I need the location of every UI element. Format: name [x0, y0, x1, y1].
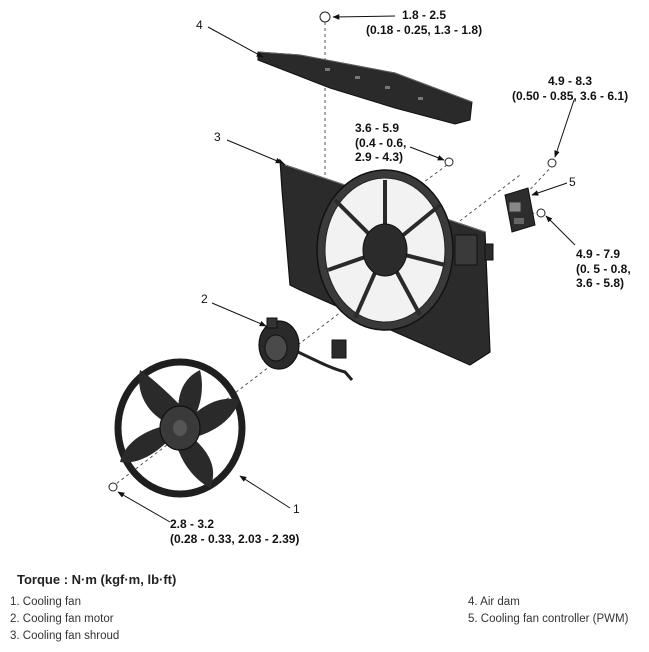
cooling-fan-part — [114, 358, 246, 498]
fan-motor-part — [258, 317, 354, 381]
air-dam-part — [257, 51, 473, 125]
torque-air-dam-bolt: 1.8 - 2.5 (0.18 - 0.25, 1.3 - 1.8) — [366, 8, 482, 37]
torque-line: 1.8 - 2.5 — [402, 8, 447, 22]
torque-units-title: Torque : N·m (kgf·m, lb·ft) — [17, 572, 177, 587]
legend-item: 2. Cooling fan motor — [10, 613, 114, 625]
legend-left: 1. Cooling fan 2. Cooling fan motor 3. C… — [10, 594, 119, 645]
torque-line: (0.50 - 0.85, 3.6 - 6.1) — [512, 88, 629, 103]
torque-line: 4.9 - 7.9 — [576, 247, 621, 261]
legend-right: 4. Air dam 5. Cooling fan controller (PW… — [468, 594, 628, 628]
fan-controller-part — [504, 187, 536, 233]
torque-shroud-bolt: 3.6 - 5.9 (0.4 - 0.6, 2.9 - 4.3) — [355, 121, 406, 165]
callout-1: 1 — [293, 502, 300, 516]
torque-line: 4.9 - 8.3 — [548, 74, 593, 88]
torque-line: 2.8 - 3.2 — [170, 517, 215, 531]
callout-2: 2 — [201, 292, 208, 306]
leader-arrows — [117, 14, 576, 523]
exploded-view-diagram — [108, 11, 576, 523]
legend-item: 1. Cooling fan — [10, 596, 81, 608]
torque-controller-bolt-top: 4.9 - 8.3 (0.50 - 0.85, 3.6 - 6.1) — [512, 74, 628, 103]
torque-line: (0.4 - 0.6, — [355, 135, 407, 150]
legend-item: 5. Cooling fan controller (PWM) — [468, 613, 629, 625]
bolt-icons — [108, 11, 557, 492]
torque-controller-bolt-bottom: 4.9 - 7.9 (0. 5 - 0.8, 3.6 - 5.8) — [576, 247, 631, 291]
torque-line: (0.18 - 0.25, 1.3 - 1.8) — [366, 22, 483, 37]
torque-line: (0.28 - 0.33, 2.03 - 2.39) — [170, 531, 300, 546]
callout-5: 5 — [569, 175, 576, 189]
torque-line: 3.6 - 5.8) — [576, 276, 625, 290]
torque-line: 2.9 - 4.3) — [355, 150, 404, 164]
torque-fan-nut: 2.8 - 3.2 (0.28 - 0.33, 2.03 - 2.39) — [170, 517, 299, 546]
torque-line: 3.6 - 5.9 — [355, 121, 400, 135]
legend-item: 4. Air dam — [468, 596, 520, 608]
callout-4: 4 — [196, 18, 203, 32]
callout-3: 3 — [214, 130, 221, 144]
torque-line: (0. 5 - 0.8, — [576, 261, 631, 276]
legend-item: 3. Cooling fan shroud — [10, 630, 120, 642]
fan-shroud-part — [279, 158, 494, 366]
